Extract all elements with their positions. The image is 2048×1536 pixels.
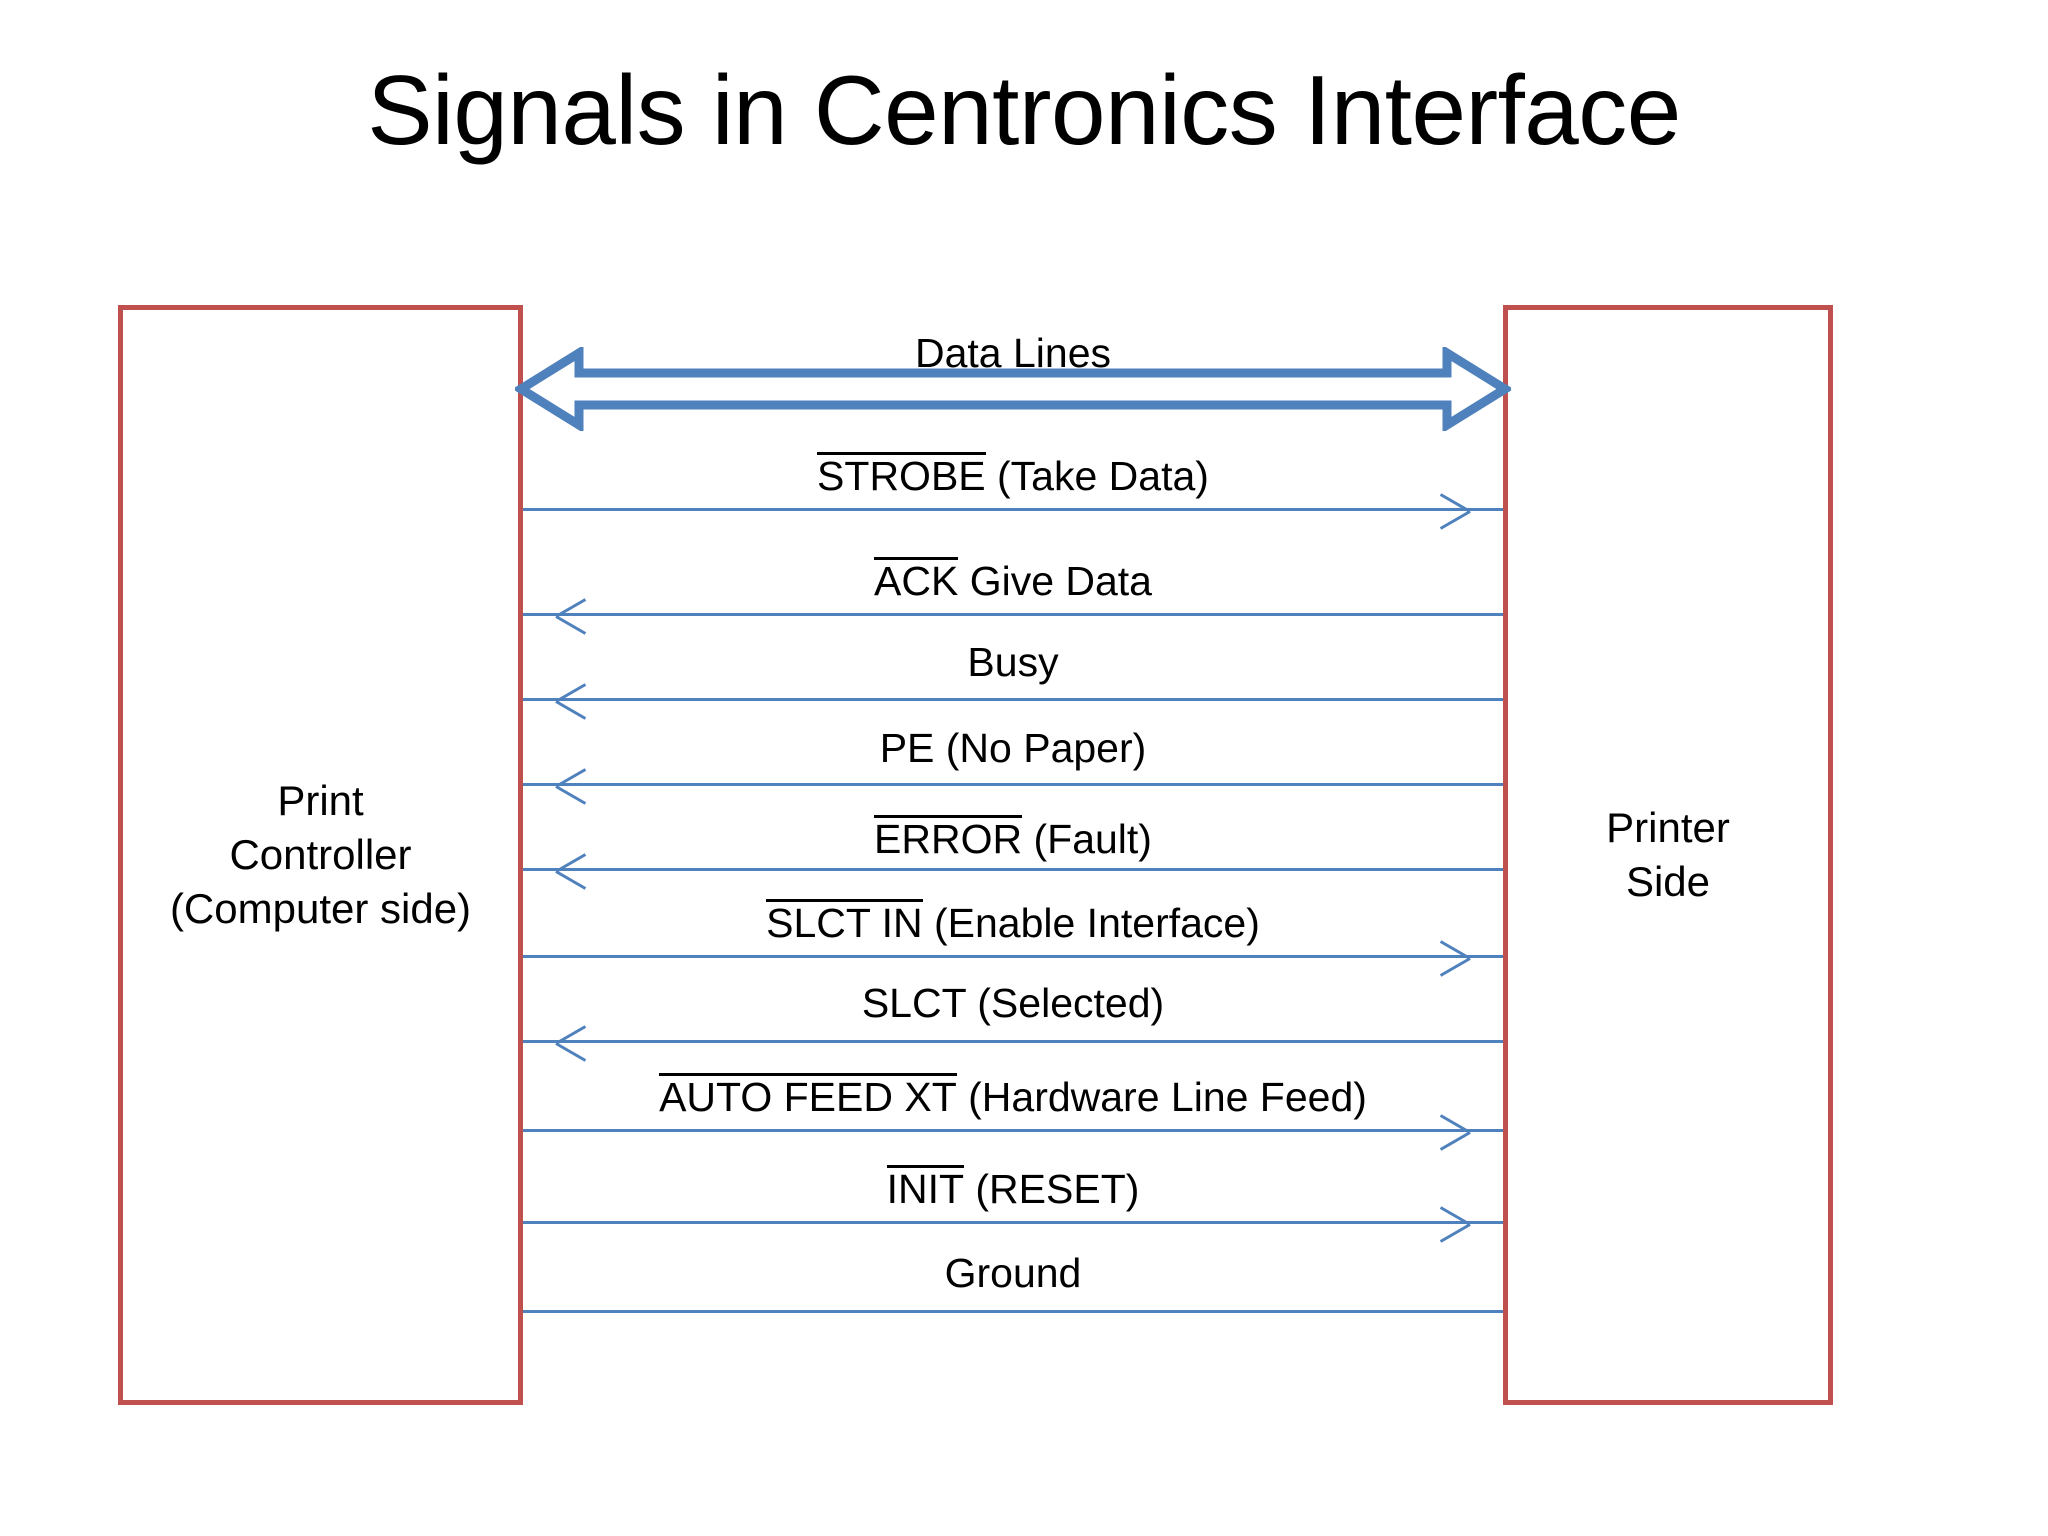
signal-line-strobe	[523, 508, 1503, 511]
arrowhead-right-icon	[1470, 1115, 1504, 1149]
signal-label-init: INIT (RESET)	[523, 1165, 1503, 1210]
signal-text-busy: Busy	[967, 639, 1059, 685]
signal-suffix-auto-feed-xt: (Hardware Line Feed)	[956, 1074, 1367, 1120]
signal-overline-init: INIT	[886, 1165, 965, 1212]
arrowhead-right-icon	[1470, 941, 1504, 975]
signal-line-pe	[523, 783, 1503, 786]
signal-line-slct	[523, 1040, 1503, 1043]
signal-text-data-lines: Data Lines	[914, 330, 1111, 376]
signal-line-auto-feed-xt	[523, 1129, 1503, 1132]
signal-line-init	[523, 1221, 1503, 1224]
signal-label-auto-feed-xt: AUTO FEED XT (Hardware Line Feed)	[523, 1073, 1503, 1118]
signal-line-ground	[523, 1310, 1503, 1313]
signal-suffix-strobe: (Take Data)	[985, 453, 1209, 499]
data-lines-double-arrow	[515, 347, 1511, 431]
signal-suffix-init: (RESET)	[964, 1166, 1140, 1212]
arrowhead-right-icon	[1470, 1207, 1504, 1241]
signal-line-slct-in	[523, 955, 1503, 958]
signal-overline-error: ERROR	[874, 815, 1023, 862]
arrowhead-left-icon	[522, 684, 556, 718]
signal-label-slct: SLCT (Selected)	[523, 983, 1503, 1024]
printer-side-label: Printer Side	[1606, 804, 1730, 905]
signal-line-ack	[523, 613, 1503, 616]
signal-suffix-error: (Fault)	[1022, 816, 1152, 862]
signal-overline-slct-in: SLCT IN	[766, 899, 923, 946]
signal-label-busy: Busy	[523, 642, 1503, 683]
arrowhead-right-icon	[1470, 494, 1504, 528]
signal-line-error	[523, 868, 1503, 871]
signal-overline-ack: ACK	[873, 557, 959, 604]
page-title: Signals in Centronics Interface	[367, 55, 1681, 165]
signal-text-ground: Ground	[944, 1250, 1082, 1296]
printer-side-box: Printer Side	[1503, 305, 1833, 1405]
signal-text-pe: PE (No Paper)	[879, 725, 1147, 771]
signal-line-busy	[523, 698, 1503, 701]
arrowhead-left-icon	[522, 1026, 556, 1060]
print-controller-box: Print Controller (Computer side)	[118, 305, 523, 1405]
signal-text-slct: SLCT (Selected)	[861, 980, 1165, 1026]
print-controller-label: Print Controller (Computer side)	[169, 777, 472, 932]
signal-label-pe: PE (No Paper)	[523, 728, 1503, 769]
signal-label-slct-in: SLCT IN (Enable Interface)	[523, 899, 1503, 944]
signal-label-ack: ACK Give Data	[523, 557, 1503, 602]
arrowhead-left-icon	[522, 599, 556, 633]
signal-label-error: ERROR (Fault)	[523, 815, 1503, 860]
signal-label-ground: Ground	[523, 1253, 1503, 1294]
signal-label-strobe: STROBE (Take Data)	[523, 452, 1503, 497]
signal-suffix-slct-in: (Enable Interface)	[922, 900, 1260, 946]
signal-suffix-ack: Give Data	[958, 558, 1152, 604]
arrowhead-left-icon	[522, 769, 556, 803]
signal-label-data-lines: Data Lines	[523, 333, 1503, 374]
signal-overline-strobe: STROBE	[817, 452, 986, 499]
signal-overline-auto-feed-xt: AUTO FEED XT	[659, 1073, 957, 1120]
